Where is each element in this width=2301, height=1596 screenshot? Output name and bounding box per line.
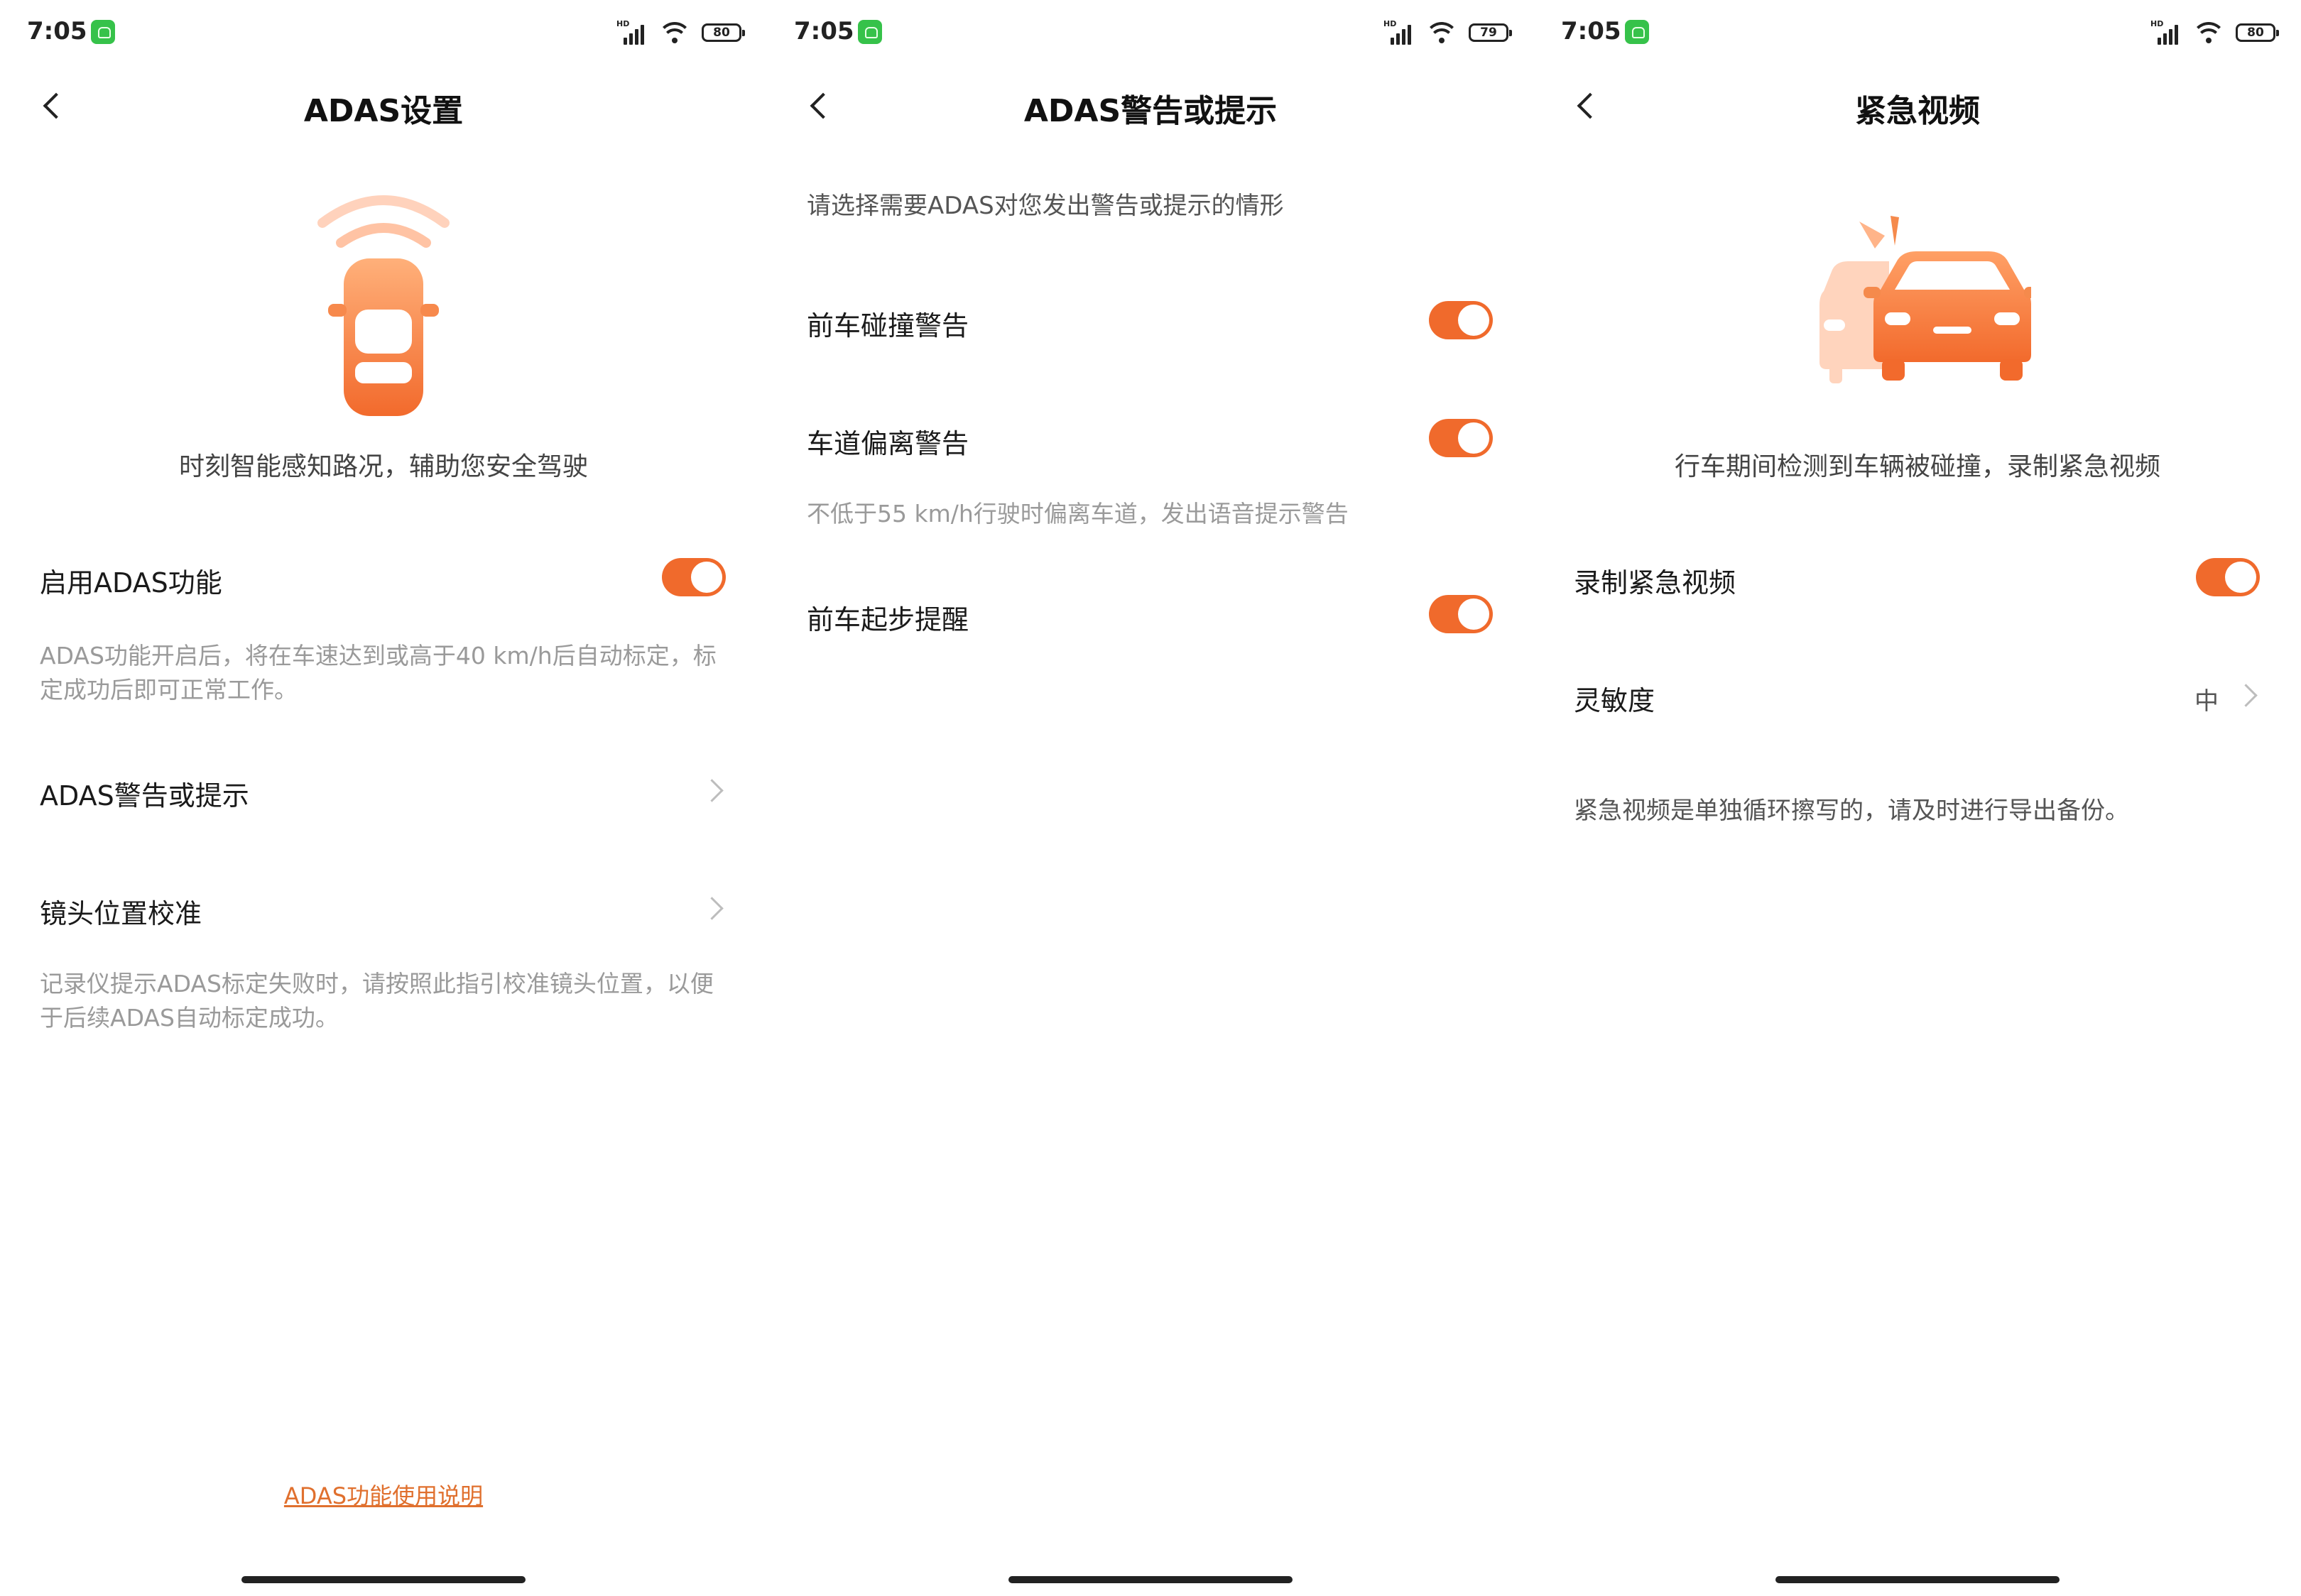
lane-departure-toggle[interactable] bbox=[1429, 419, 1493, 457]
app-notification-icon bbox=[858, 20, 882, 44]
status-time: 7:05 bbox=[1561, 17, 1621, 45]
status-time: 7:05 bbox=[794, 17, 854, 45]
calibration-description: 记录仪提示ADAS标定失败时，请按照此指引校准镜头位置，以便于后续ADAS自动标… bbox=[40, 970, 714, 1032]
car-collision-illustration bbox=[1819, 216, 2031, 383]
chevron-right-icon bbox=[700, 897, 724, 920]
page-title: ADAS设置 bbox=[303, 93, 464, 129]
status-time: 7:05 bbox=[27, 17, 87, 45]
feature-slogan: 行车期间检测到车辆被碰撞，录制紧急视频 bbox=[1674, 452, 2160, 481]
intro-text: 请选择需要ADAS对您发出警告或提示的情形 bbox=[807, 192, 1284, 220]
car-radar-illustration bbox=[317, 195, 450, 416]
enable-adas-label: 启用ADAS功能 bbox=[40, 567, 222, 598]
chevron-right-icon bbox=[700, 779, 724, 802]
signal-icon: HD bbox=[1383, 19, 1415, 45]
feature-slogan: 时刻智能感知路况，辅助您安全驾驶 bbox=[178, 452, 588, 481]
forward-collision-toggle[interactable] bbox=[1429, 301, 1493, 339]
status-bar: 7:05 HD 80 bbox=[0, 0, 767, 71]
page-title: 紧急视频 bbox=[1855, 93, 1980, 129]
adas-settings-screen: 7:05 HD 80 ADAS设置 bbox=[0, 0, 767, 1596]
forward-collision-label: 前车碰撞警告 bbox=[807, 310, 969, 341]
record-emergency-toggle[interactable] bbox=[2196, 558, 2260, 596]
front-car-start-toggle[interactable] bbox=[1429, 595, 1493, 633]
emergency-note: 紧急视频是单独循环擦写的，请及时进行导出备份。 bbox=[1574, 797, 2129, 825]
battery-icon: 80 bbox=[2236, 23, 2279, 42]
enable-adas-description: ADAS功能开启后，将在车速达到或高于40 km/h后自动标定，标定成功后即可正… bbox=[40, 642, 717, 704]
adas-warning-item[interactable]: ADAS警告或提示 bbox=[40, 780, 249, 811]
wifi-icon bbox=[659, 21, 690, 45]
status-bar: 7:05 HD 79 bbox=[767, 0, 1534, 71]
status-icons: HD 80 bbox=[616, 18, 745, 47]
app-notification-icon bbox=[91, 20, 115, 44]
app-notification-icon bbox=[1625, 20, 1649, 44]
lens-calibration-item[interactable]: 镜头位置校准 bbox=[40, 898, 202, 929]
sensitivity-value: 中 bbox=[2194, 687, 2219, 716]
emergency-video-screen: 7:05 HD 80 紧急视频 bbox=[1534, 0, 2301, 1596]
lane-departure-description: 不低于55 km/h行驶时偏离车道，发出语音提示警告 bbox=[807, 500, 1349, 528]
battery-icon: 80 bbox=[702, 23, 745, 42]
battery-icon: 79 bbox=[1469, 23, 1512, 42]
sensitivity-item[interactable]: 灵敏度 bbox=[1574, 685, 1655, 716]
enable-adas-toggle[interactable] bbox=[662, 558, 726, 596]
record-emergency-label: 录制紧急视频 bbox=[1574, 567, 1736, 598]
signal-icon: HD bbox=[2150, 19, 2182, 45]
status-icons: HD 80 bbox=[2150, 18, 2279, 47]
signal-icon: HD bbox=[616, 19, 648, 45]
adas-warning-screen: 7:05 HD 79 ADAS警告或提示 请选择需要ADAS对您发出警告或提示的… bbox=[767, 0, 1534, 1596]
wifi-icon bbox=[1426, 21, 1457, 45]
home-indicator[interactable] bbox=[1775, 1576, 2060, 1583]
home-indicator[interactable] bbox=[241, 1576, 526, 1583]
chevron-right-icon bbox=[2234, 684, 2258, 707]
status-icons: HD 79 bbox=[1383, 18, 1512, 47]
front-car-start-label: 前车起步提醒 bbox=[807, 604, 969, 635]
lane-departure-label: 车道偏离警告 bbox=[807, 428, 969, 459]
page-title: ADAS警告或提示 bbox=[1023, 93, 1278, 129]
adas-manual-link[interactable]: ADAS功能使用说明 bbox=[283, 1482, 484, 1509]
wifi-icon bbox=[2193, 21, 2224, 45]
status-bar: 7:05 HD 80 bbox=[1534, 0, 2301, 71]
home-indicator[interactable] bbox=[1008, 1576, 1293, 1583]
